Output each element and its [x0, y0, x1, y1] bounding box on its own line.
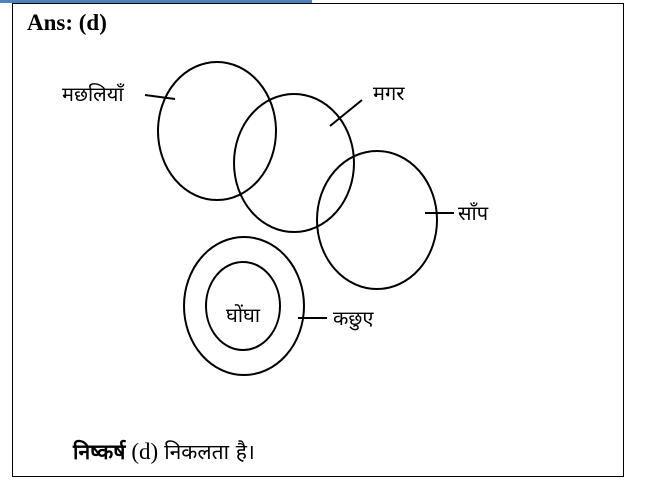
fish-circle	[157, 61, 277, 201]
snake-circle	[316, 150, 438, 290]
conclusion-word: निष्कर्ष	[73, 440, 126, 464]
snail-label: घोंघा	[226, 303, 261, 327]
conclusion-option: (d)	[131, 439, 159, 464]
turtle-circle	[183, 236, 305, 376]
snake-label: साँप	[458, 201, 489, 225]
conclusion-rest: निकलता है।	[164, 440, 255, 464]
crocodile-pointer	[329, 99, 363, 127]
answer-heading: Ans: (d)	[27, 10, 107, 35]
fish-label: मछलियाँ	[62, 82, 124, 106]
answer-box	[12, 3, 624, 477]
turtle-label: कछुए	[333, 306, 374, 331]
fish-pointer	[144, 94, 176, 100]
top-accent-strip	[0, 0, 312, 3]
conclusion-text: निष्कर्ष(d)निकलता है।	[73, 438, 255, 466]
crocodile-label: मगर	[373, 81, 405, 105]
crocodile-circle	[233, 93, 355, 233]
snail-circle	[205, 261, 281, 351]
